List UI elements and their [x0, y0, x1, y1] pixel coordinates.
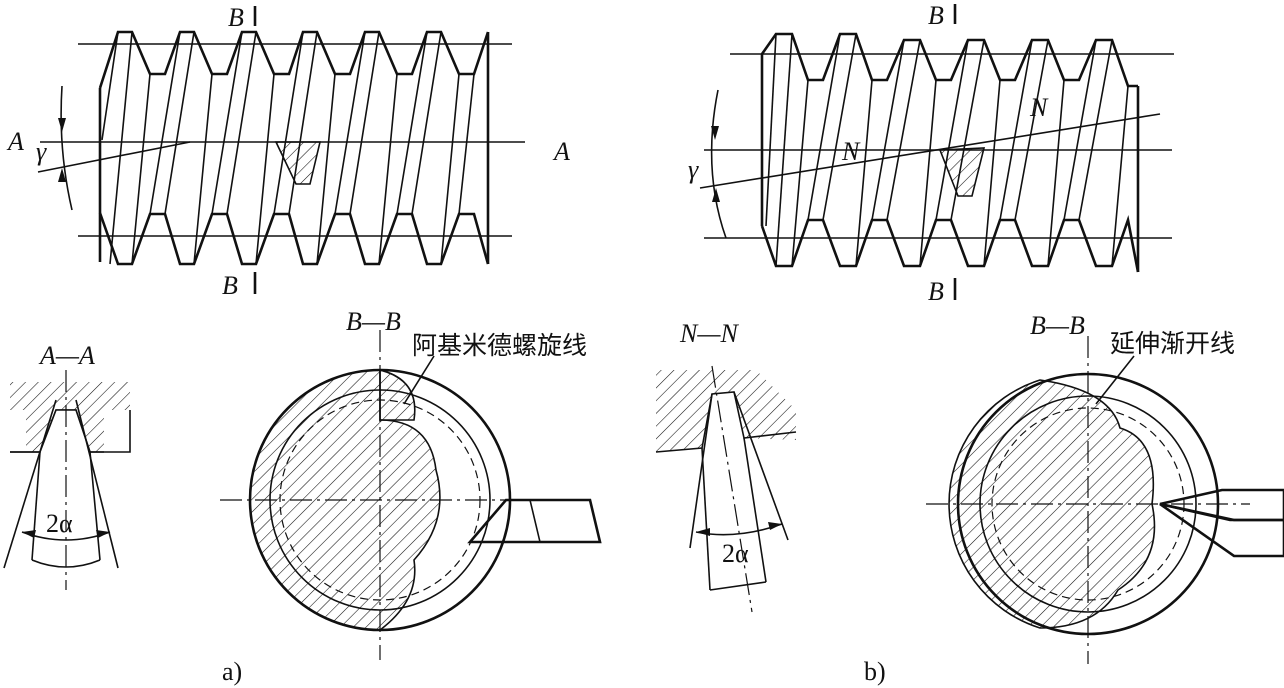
section-aa: A—A 2α	[3, 341, 131, 590]
thread-view-b: B B N N γ	[688, 1, 1174, 306]
section-a-left: A	[6, 127, 24, 156]
curve-label-a: 阿基米德螺旋线	[412, 331, 587, 360]
bb-title-b: B—B	[1030, 311, 1085, 340]
curve-label-b: 延伸渐开线	[1110, 329, 1235, 358]
gamma-b: γ	[688, 155, 699, 184]
section-a-right: A	[552, 137, 570, 166]
section-b-bottom-a: B	[222, 271, 238, 300]
aa-title: A—A	[38, 341, 95, 370]
section-bb-b: B—B 延伸渐开线	[926, 311, 1284, 664]
angle-a: 2α	[46, 509, 73, 538]
caption-b: b)	[864, 657, 886, 686]
thread-view-a: A A γ B B	[6, 3, 570, 300]
section-b-top-a: B	[228, 3, 244, 32]
bb-title-a: B—B	[346, 307, 401, 336]
section-b-bottom-b: B	[928, 277, 944, 306]
nn-title: N—N	[679, 319, 739, 348]
section-nn: N—N 2α	[655, 319, 797, 613]
section-bb-a: B—B 阿基米德螺旋线	[220, 307, 602, 660]
section-n-right: N	[1029, 93, 1049, 122]
gamma-a: γ	[36, 137, 47, 166]
section-b-top-b: B	[928, 1, 944, 30]
caption-a: a)	[222, 657, 242, 686]
section-n-left: N	[841, 137, 861, 166]
angle-b: 2α	[722, 539, 749, 568]
